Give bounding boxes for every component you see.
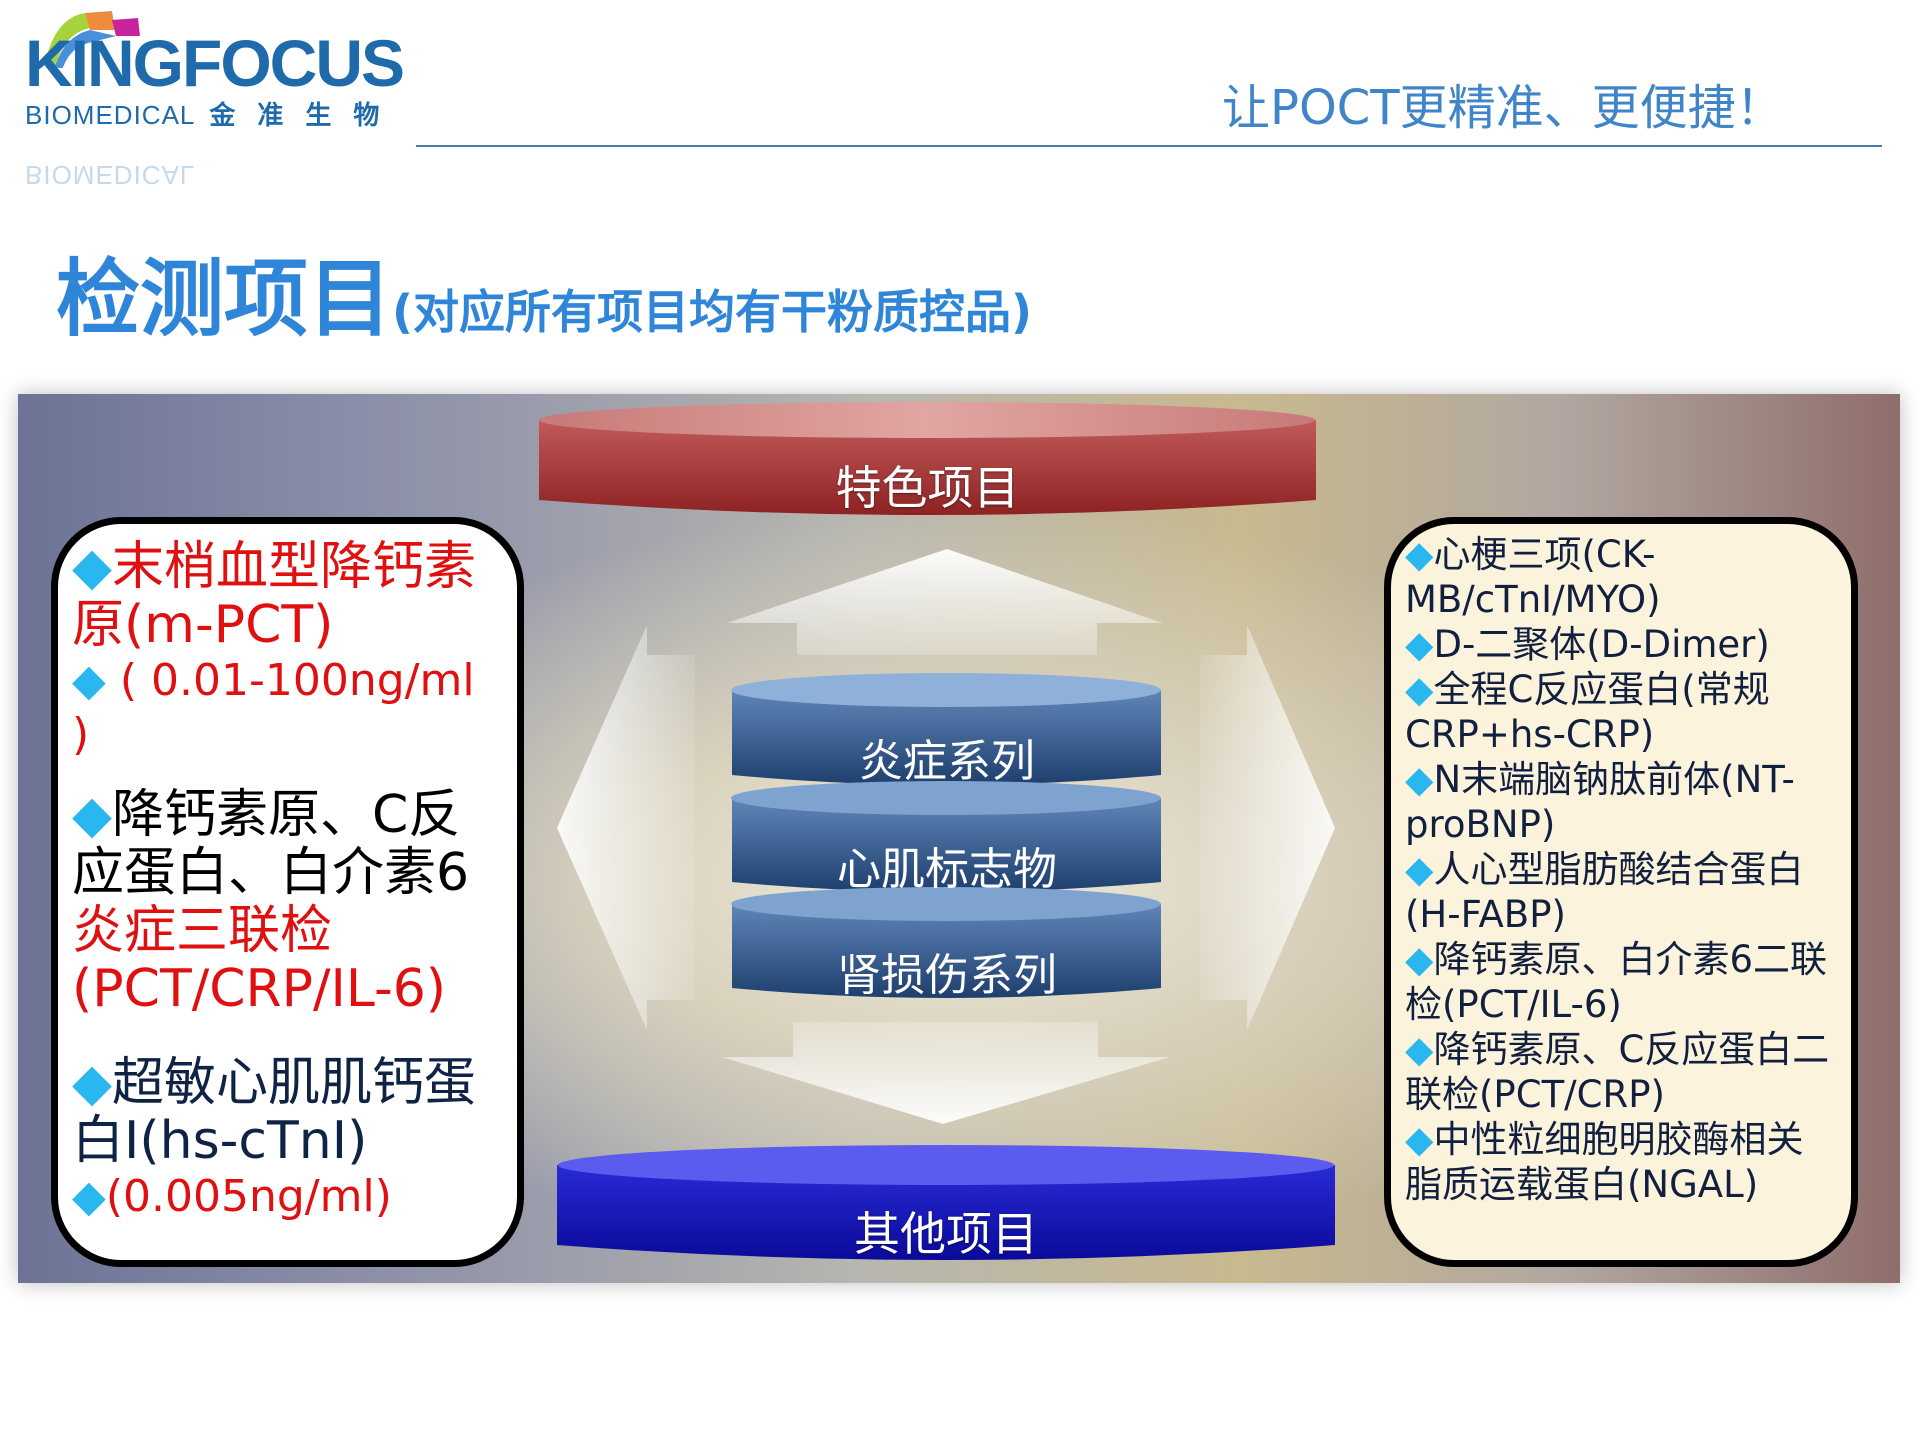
left-item-mpct: ◆末梢血型降钙素原(m-PCT) bbox=[72, 538, 503, 654]
right-item: ◆N末端脑钠肽前体(NT-proBNP) bbox=[1405, 757, 1837, 847]
top-cylinder bbox=[539, 402, 1316, 515]
logo-subtitle: BIOMEDICAL 金准生物 bbox=[25, 100, 401, 130]
bullet-icon: ◆ bbox=[1405, 848, 1434, 891]
item-text-red: 炎症三联检(PCT/CRP/IL-6) bbox=[72, 901, 447, 1019]
item-text: 全程C反应蛋白(常规CRP+hs-CRP) bbox=[1405, 668, 1770, 756]
stack-label-cardiac: 心肌标志物 bbox=[837, 844, 1057, 895]
bullet-icon: ◆ bbox=[72, 537, 112, 597]
arrow-left-icon bbox=[557, 625, 695, 1030]
left-item-mpct-range: ◆ ( 0.01-100ng/ml ) bbox=[72, 654, 503, 762]
bullet-icon: ◆ bbox=[72, 655, 106, 706]
item-text: 人心型脂肪酸结合蛋白(H-FABP) bbox=[1405, 848, 1804, 936]
item-text: ( 0.01-100ng/ml ) bbox=[72, 655, 475, 760]
right-item: ◆全程C反应蛋白(常规CRP+hs-CRP) bbox=[1405, 667, 1837, 757]
item-text: 心梗三项(CK-MB/cTnI/MYO) bbox=[1405, 533, 1661, 621]
arrow-up-icon bbox=[727, 549, 1163, 655]
page-subtitle: (对应所有项目均有干粉质控品) bbox=[392, 285, 1033, 339]
right-item: ◆D-二聚体(D-Dimer) bbox=[1405, 622, 1837, 667]
left-item-hs-ctni: ◆超敏心肌肌钙蛋白I(hs-cTnI) bbox=[72, 1054, 503, 1170]
bullet-icon: ◆ bbox=[1405, 623, 1434, 666]
bullet-icon: ◆ bbox=[1405, 1028, 1434, 1071]
item-text: D-二聚体(D-Dimer) bbox=[1433, 623, 1770, 666]
left-item-hs-ctni-range: ◆(0.005ng/ml) bbox=[72, 1170, 503, 1224]
featured-items-box: ◆末梢血型降钙素原(m-PCT) ◆ ( 0.01-100ng/ml ) ◆降钙… bbox=[51, 517, 524, 1267]
bullet-icon: ◆ bbox=[72, 1171, 106, 1222]
item-text: N末端脑钠肽前体(NT-proBNP) bbox=[1405, 758, 1795, 846]
right-item: ◆降钙素原、C反应蛋白二联检(PCT/CRP) bbox=[1405, 1027, 1837, 1117]
item-text: 降钙素原、C反应蛋白二联检(PCT/CRP) bbox=[1405, 1028, 1830, 1116]
bullet-icon: ◆ bbox=[1405, 758, 1434, 801]
item-text: 末梢血型降钙素原(m-PCT) bbox=[72, 537, 477, 655]
slogan: 让POCT更精准、更便捷！ bbox=[1222, 80, 1784, 136]
item-text: 超敏心肌肌钙蛋白I(hs-cTnI) bbox=[72, 1053, 477, 1171]
item-text: 中性粒细胞明胶酶相关脂质运载蛋白(NGAL) bbox=[1405, 1118, 1804, 1206]
stack-label-kidney: 肾损伤系列 bbox=[837, 950, 1057, 1001]
logo-brand: KINGFOCUS bbox=[25, 26, 405, 100]
bullet-icon: ◆ bbox=[72, 1053, 112, 1113]
stack-discs bbox=[731, 673, 1161, 998]
right-item: ◆降钙素原、白介素6二联检(PCT/IL-6) bbox=[1405, 937, 1837, 1027]
logo-subtitle-cn: 金准生物 bbox=[209, 100, 402, 130]
logo-swoosh-icon bbox=[45, 11, 140, 68]
item-text: (0.005ng/ml) bbox=[105, 1171, 392, 1222]
page-title-main: 检测项目 bbox=[56, 250, 393, 348]
stack-label-inflammation: 炎症系列 bbox=[859, 736, 1035, 787]
arrow-down-icon bbox=[722, 1022, 1170, 1124]
page-title: 检测项目(对应所有项目均有干粉质控品) bbox=[56, 232, 1032, 353]
featured-items-label: 特色项目 bbox=[835, 461, 1020, 515]
bullet-icon: ◆ bbox=[1405, 1118, 1434, 1161]
right-item: ◆心梗三项(CK-MB/cTnI/MYO) bbox=[1405, 532, 1837, 622]
other-items-box: ◆心梗三项(CK-MB/cTnI/MYO) ◆D-二聚体(D-Dimer) ◆全… bbox=[1384, 517, 1858, 1267]
item-text: 降钙素原、C反应蛋白、白介素6 bbox=[72, 785, 470, 903]
right-item: ◆人心型脂肪酸结合蛋白(H-FABP) bbox=[1405, 847, 1837, 937]
logo-subtitle-en: BIOMEDICAL bbox=[25, 100, 196, 130]
arrow-right-icon bbox=[1200, 625, 1335, 1030]
bullet-icon: ◆ bbox=[1405, 938, 1434, 981]
other-items-label: 其他项目 bbox=[854, 1207, 1038, 1261]
right-item: ◆中性粒细胞明胶酶相关脂质运载蛋白(NGAL) bbox=[1405, 1117, 1837, 1207]
bullet-icon: ◆ bbox=[1405, 533, 1434, 576]
bullet-icon: ◆ bbox=[72, 785, 112, 845]
bullet-icon: ◆ bbox=[1405, 668, 1434, 711]
bottom-cylinder bbox=[557, 1145, 1335, 1260]
item-text: 降钙素原、白介素6二联检(PCT/IL-6) bbox=[1405, 938, 1828, 1026]
header-divider bbox=[416, 145, 1882, 147]
